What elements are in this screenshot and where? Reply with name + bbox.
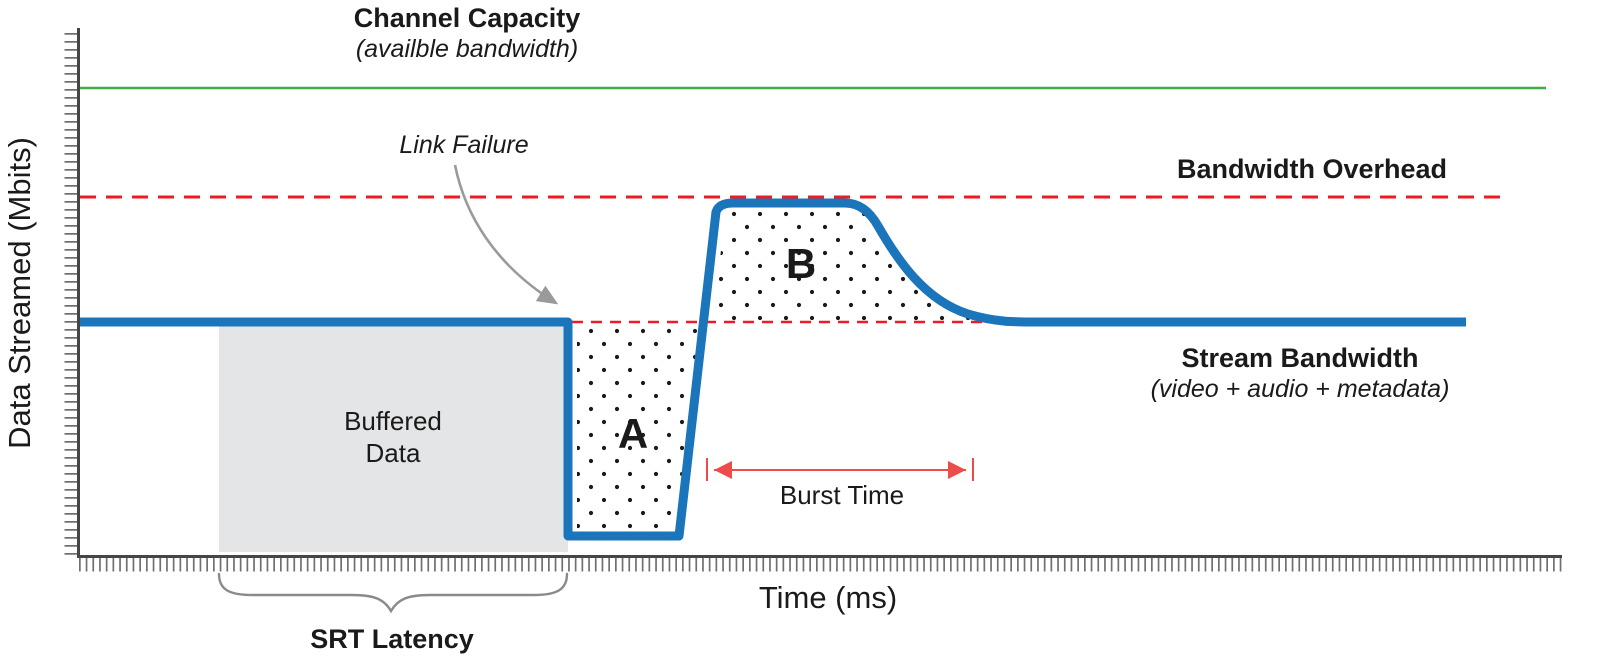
srt-latency-brace: [217, 572, 569, 614]
link-failure-label: Link Failure: [399, 131, 528, 159]
region-b-fill: [713, 206, 998, 321]
y-axis-label: Data Streamed (Mbits): [2, 137, 37, 449]
channel-capacity-title: Channel Capacity: [354, 3, 581, 33]
region-b-label: B: [786, 240, 816, 287]
region-a-fill: [577, 326, 703, 531]
link-failure-arrow: [453, 164, 559, 305]
burst-time-label: Burst Time: [780, 480, 904, 510]
buffered-data-area: [219, 326, 568, 552]
stream-bandwidth-subtitle: (video + audio + metadata): [1151, 375, 1450, 403]
stream-bandwidth-line: [80, 198, 1466, 541]
x-axis-label: Time (ms): [759, 580, 897, 615]
srt-latency-label: SRT Latency: [310, 624, 474, 654]
bandwidth-overhead-label: Bandwidth Overhead: [1177, 154, 1447, 184]
channel-capacity-subtitle: (availble bandwidth): [356, 35, 578, 63]
buffered-data-label-line1: Buffered: [344, 406, 442, 436]
region-a-label: A: [618, 410, 648, 457]
buffered-data-label-line2: Data: [366, 438, 421, 468]
stream-bandwidth-title: Stream Bandwidth: [1181, 343, 1418, 373]
